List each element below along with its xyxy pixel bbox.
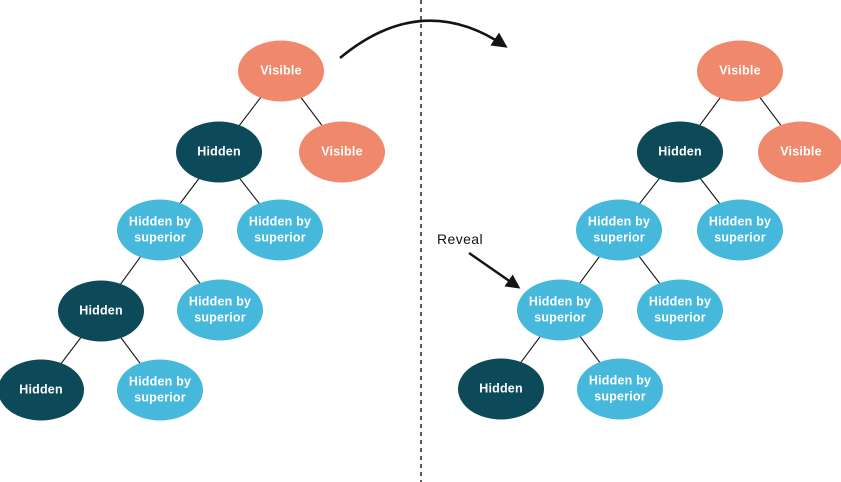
tree-node-visible: Visible [299,121,385,183]
tree-node-hidden-by-superior: Hidden by superior [697,199,783,261]
tree-node-hidden: Hidden [0,359,84,421]
tree-node-hidden: Hidden [637,121,723,183]
tree-node-hidden: Hidden [176,121,262,183]
tree-node-hidden: Hidden [458,358,544,420]
tree-node-visible: Visible [238,40,324,102]
tree-node-hidden-by-superior: Hidden by superior [177,279,263,341]
tree-node-visible: Visible [697,40,783,102]
tree-node-visible: Visible [758,121,841,183]
tree-node-hidden-by-superior: Hidden by superior [517,279,603,341]
tree-node-hidden-by-superior: Hidden by superior [117,199,203,261]
tree-node-hidden-by-superior: Hidden by superior [576,199,662,261]
tree-node-hidden: Hidden [58,280,144,342]
tree-node-hidden-by-superior: Hidden by superior [117,359,203,421]
tree-node-hidden-by-superior: Hidden by superior [577,358,663,420]
tree-node-hidden-by-superior: Hidden by superior [637,279,723,341]
transform-arrow-icon [339,19,508,60]
reveal-label: Reveal [437,231,483,247]
tree-node-hidden-by-superior: Hidden by superior [237,199,323,261]
reveal-arrow-icon [468,252,521,289]
